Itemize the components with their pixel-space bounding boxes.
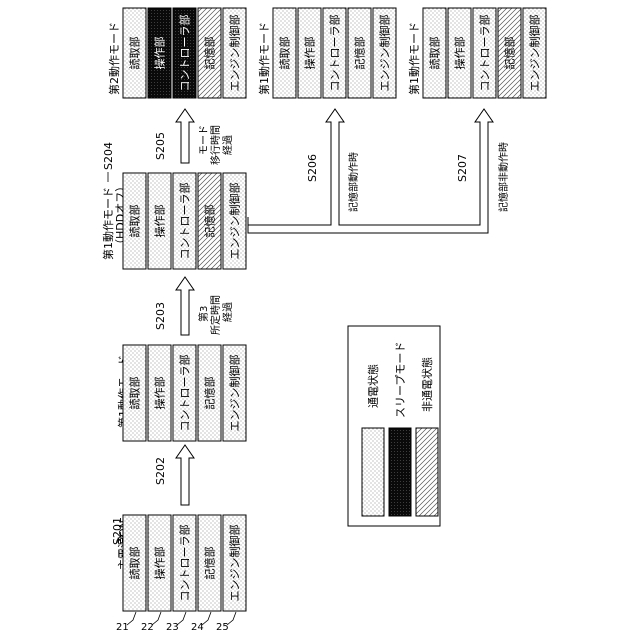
condition-s203-line2: 所定時間	[209, 295, 222, 335]
engine-label: エンジン制御部	[228, 183, 242, 260]
operation-label: 操作部	[453, 37, 467, 70]
arrow-s203	[176, 277, 194, 335]
engine-label: エンジン制御部	[528, 15, 542, 92]
storage-label: 記憶部	[203, 377, 217, 410]
group-power-on: 主電源ON S201 読取部 操作部 コントローラ部 記憶部 エンジン制御部 2…	[111, 515, 246, 633]
ref-21: 21	[116, 622, 129, 633]
storage-label: 記憶部	[353, 37, 367, 70]
arrow-s205	[176, 109, 194, 163]
storage-label: 記憶部	[203, 37, 217, 70]
arrow-s202	[176, 445, 194, 505]
operation-label: 操作部	[153, 205, 167, 238]
operation-label: 操作部	[153, 37, 167, 70]
group-first-mode: 第1動作モード 読取部 操作部 コントローラ部 記憶部 エンジン制御部	[116, 345, 246, 441]
engine-label: エンジン制御部	[228, 525, 242, 602]
group-first-mode-storage-active: 第1動作モード 読取部 操作部 コントローラ部 記憶部 エンジン制御部	[257, 8, 396, 98]
group-second-mode: 第2動作モード 読取部 操作部 コントローラ部 記憶部 エンジン制御部	[107, 8, 246, 98]
transition-s205: S205 モード 移行時間 経過	[154, 109, 234, 165]
group-first-mode-hdd-off: 第1動作モード （HDDオフ） S204 読取部 操作部 コントローラ部 記憶部…	[101, 142, 246, 269]
operation-label: 操作部	[153, 377, 167, 410]
condition-s205-line1: モード	[199, 125, 210, 155]
storage-label: 記憶部	[203, 547, 217, 580]
controller-label: コントローラ部	[178, 15, 192, 92]
reader-label: 読取部	[128, 377, 142, 410]
step-label-s204: S204	[102, 142, 115, 170]
condition-s205-line3: 経過	[221, 135, 234, 155]
legend-swatch-sleep	[389, 428, 411, 516]
step-label-s201: S201	[111, 517, 124, 545]
controller-label: コントローラ部	[178, 183, 192, 260]
step-label-s202: S202	[154, 457, 167, 485]
reader-label: 読取部	[278, 37, 292, 70]
condition-s205-line2: 移行時間	[209, 125, 222, 165]
legend-swatch-powered	[362, 428, 384, 516]
transition-s203: S203 第3 所定時間 経過	[154, 277, 234, 335]
step-label-s207: S207	[456, 154, 469, 182]
legend: 通電状態 スリープモード 非通電状態	[348, 326, 440, 526]
legend-label-sleep: スリープモード	[394, 342, 407, 418]
ref-24: 24	[191, 622, 204, 633]
reader-label: 読取部	[128, 205, 142, 238]
engine-label: エンジン制御部	[378, 15, 392, 92]
reader-label: 読取部	[428, 37, 442, 70]
storage-label: 記憶部	[203, 205, 217, 238]
condition-s203-line3: 経過	[221, 302, 234, 322]
group-title: 第1動作モード	[257, 22, 271, 95]
engine-label: エンジン制御部	[228, 15, 242, 92]
transition-branch: S206 記憶部動作時 S207 記憶部非動作時	[248, 109, 510, 233]
legend-label-unpowered: 非通電状態	[420, 357, 434, 412]
engine-label: エンジン制御部	[228, 355, 242, 432]
controller-label: コントローラ部	[328, 15, 342, 92]
ref-23: 23	[166, 622, 179, 633]
reader-label: 読取部	[128, 37, 142, 70]
condition-s206: 記憶部動作時	[347, 152, 360, 212]
group-first-mode-storage-inactive: 第1動作モード 読取部 操作部 コントローラ部 記憶部 エンジン制御部	[407, 8, 546, 98]
legend-label-powered: 通電状態	[366, 364, 380, 408]
operation-label: 操作部	[153, 547, 167, 580]
controller-label: コントローラ部	[178, 525, 192, 602]
controller-label: コントローラ部	[178, 355, 192, 432]
group-title: 第1動作モード	[407, 22, 421, 95]
controller-label: コントローラ部	[478, 15, 492, 92]
step-label-s205: S205	[154, 132, 167, 160]
group-title: 第1動作モード	[101, 187, 115, 260]
ref-25: 25	[216, 622, 229, 633]
condition-s203-line1: 第3	[197, 306, 210, 322]
legend-swatch-unpowered	[416, 428, 438, 516]
step-label-s206: S206	[306, 154, 319, 182]
transition-s202: S202	[154, 445, 194, 505]
storage-label: 記憶部	[503, 37, 517, 70]
condition-s207: 記憶部非動作時	[497, 142, 510, 212]
reader-label: 読取部	[128, 547, 142, 580]
ref-22: 22	[141, 622, 154, 633]
operation-label: 操作部	[303, 37, 317, 70]
step-label-s203: S203	[154, 302, 167, 330]
group-title: 第2動作モード	[107, 22, 121, 95]
